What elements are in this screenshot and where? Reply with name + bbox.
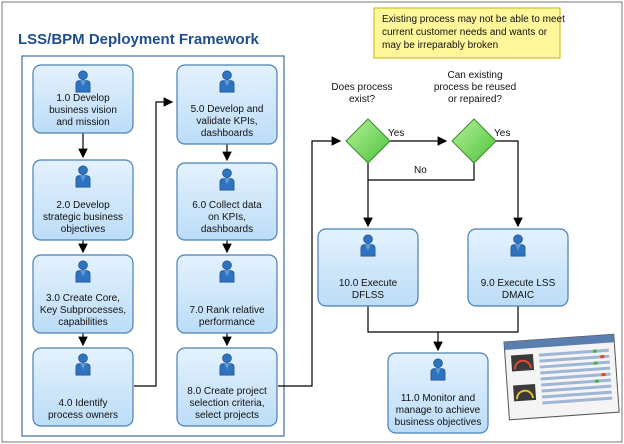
process-label-p8-line-1: 8.0 Create project xyxy=(187,386,267,397)
edge-label-no: No xyxy=(414,165,427,176)
process-label-p6-line-3: dashboards xyxy=(201,224,253,235)
process-label-p6-line-1: 6.0 Collect data xyxy=(192,200,262,211)
process-label-p6-line-2: on KPIs, xyxy=(208,212,246,223)
process-label-p1-line-2: business vision xyxy=(49,105,117,116)
process-label-p1-line-3: and mission xyxy=(56,117,109,128)
decision-2-question-line-3: or repaired? xyxy=(448,94,502,105)
process-label-p4-line-1: 4.0 Identify xyxy=(59,398,108,409)
decision-2-question-line-2: process be reused xyxy=(434,82,516,93)
decision-1-question-line-1: Does process xyxy=(331,82,392,93)
process-label-p10-line-1: 10.0 Execute xyxy=(339,278,398,289)
process-label-p1-line-1: 1.0 Develop xyxy=(56,93,110,104)
callout-note: Existing process may not be able to meet… xyxy=(373,7,565,59)
edge-label-yes-1: Yes xyxy=(388,128,404,139)
connectors xyxy=(78,97,523,387)
process-label-p2-line-3: objectives xyxy=(61,224,105,235)
framework-panel xyxy=(21,55,285,437)
process-label-p9-line-2: DMAIC xyxy=(502,290,534,301)
process-label-p11-line-1: 11.0 Monitor and xyxy=(401,393,475,404)
dashboard-thumbnail xyxy=(503,333,620,421)
process-label-p11-line-3: business objectives xyxy=(395,417,482,428)
process-label-p11-line-2: manage to achieve xyxy=(396,405,481,416)
decision-diamond-2 xyxy=(451,118,497,164)
process-label-p7-line-2: performance xyxy=(199,317,256,328)
process-label-p3-line-2: Key Subprocesses, xyxy=(40,305,126,316)
process-label-p10-line-2: DFLSS xyxy=(352,290,385,301)
process-label-p5-line-2: validate KPIs, xyxy=(196,116,257,127)
process-box-p3: 3.0 Create Core,Key Subprocesses,capabil… xyxy=(32,254,134,334)
process-label-p5-line-3: dashboards xyxy=(201,128,253,139)
callout-line-2: current customer needs and wants or xyxy=(382,27,548,38)
decision-diamond-1 xyxy=(345,118,391,164)
edge-label-yes-2: Yes xyxy=(494,128,510,139)
process-label-p4-line-2: process owners xyxy=(48,410,118,421)
process-label-p7-line-1: 7.0 Rank relative xyxy=(189,305,264,316)
process-label-p2-line-1: 2.0 Develop xyxy=(56,200,110,211)
diagram-title: LSS/BPM Deployment Framework xyxy=(18,31,260,48)
process-label-p8-line-3: select projects xyxy=(195,410,259,421)
process-label-p3-line-3: capabilities xyxy=(58,317,107,328)
callout-line-3: may be irreparably broken xyxy=(382,40,498,51)
process-label-p5-line-1: 5.0 Develop and xyxy=(191,104,264,115)
process-label-p9-line-1: 9.0 Execute LSS xyxy=(481,278,556,289)
decision-2-question-line-1: Can existing xyxy=(447,70,502,81)
process-label-p3-line-1: 3.0 Create Core, xyxy=(46,293,120,304)
decision-1-question-line-2: exist? xyxy=(349,94,376,105)
process-label-p2-line-2: strategic business xyxy=(43,212,123,223)
process-label-p8-line-2: selection criteria, xyxy=(189,398,264,409)
callout-line-1: Existing process may not be able to meet xyxy=(382,14,565,25)
